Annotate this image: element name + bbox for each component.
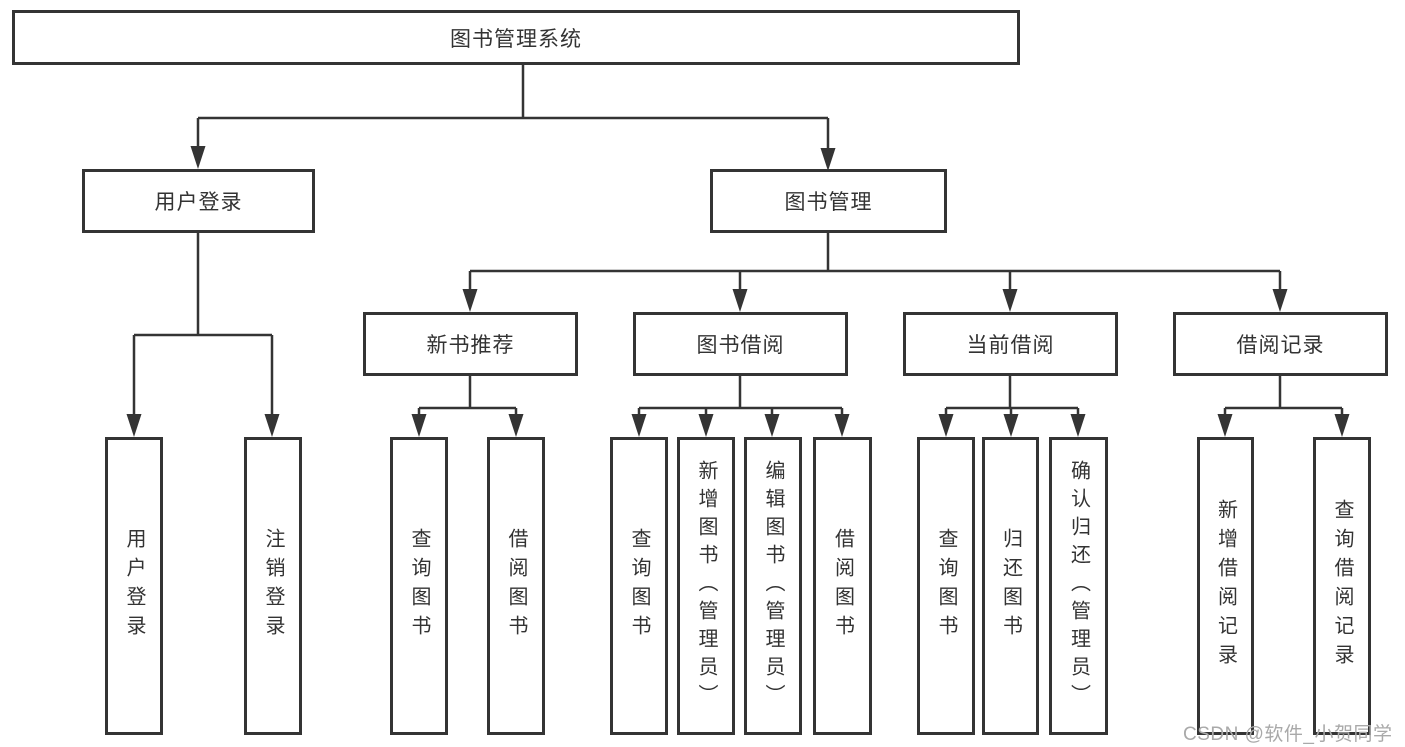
node-current-borrowing: 当前借阅 [903, 312, 1118, 376]
leaf-rec-borrow-book: 借阅图书 [487, 437, 545, 735]
node-book-management: 图书管理 [710, 169, 947, 233]
edge-new-book-rec-split [417, 376, 518, 416]
leaf-br-query-record: 查询借阅记录 [1313, 437, 1371, 735]
node-new-book-recommend-label: 新书推荐 [426, 334, 515, 357]
leaf-br-query-record-label: 查询借阅记录 [1331, 499, 1353, 673]
leaf-cb-return-book: 归还图书 [982, 437, 1039, 735]
leaf-cb-confirm-return-admin: 确认归还（管理员） [1049, 437, 1108, 735]
node-new-book-recommend: 新书推荐 [363, 312, 578, 376]
csdn-watermark: CSDN @软件_小贺同学 [1183, 724, 1393, 745]
node-book-borrowing: 图书借阅 [633, 312, 848, 376]
leaf-br-add-record-label: 新增借阅记录 [1214, 499, 1237, 673]
leaf-logout-label: 注销登录 [262, 528, 284, 644]
leaf-rec-query-book: 查询图书 [390, 437, 448, 735]
leaf-cb-query-book-label: 查询图书 [935, 528, 957, 644]
leaf-bb-add-book-admin-label: 新增图书（管理员） [695, 460, 717, 712]
leaf-bb-borrow-book: 借阅图书 [813, 437, 872, 735]
leaf-bb-borrow-book-label: 借阅图书 [831, 528, 854, 644]
edge-book-mgmt-split [468, 233, 1282, 291]
node-book-borrowing-label: 图书借阅 [696, 334, 785, 357]
edge-user-login-split [132, 233, 274, 416]
node-current-borrowing-label: 当前借阅 [966, 334, 1055, 357]
leaf-rec-query-book-label: 查询图书 [408, 528, 430, 644]
leaf-user-login-label: 用户登录 [123, 528, 145, 644]
leaf-rec-borrow-book-label: 借阅图书 [505, 528, 527, 644]
arrowheads [126, 146, 1350, 437]
leaf-cb-confirm-return-admin-label: 确认归还（管理员） [1067, 460, 1090, 712]
node-user-login-label: 用户登录 [154, 191, 243, 214]
node-borrowing-records: 借阅记录 [1173, 312, 1388, 376]
node-root: 图书管理系统 [12, 10, 1020, 65]
leaf-user-login: 用户登录 [105, 437, 163, 735]
leaf-logout: 注销登录 [244, 437, 302, 735]
leaf-bb-query-book: 查询图书 [610, 437, 668, 735]
node-borrowing-records-label: 借阅记录 [1236, 334, 1325, 357]
node-root-label: 图书管理系统 [450, 27, 582, 51]
edge-borrow-records-split [1223, 376, 1344, 416]
node-book-management-label: 图书管理 [784, 191, 873, 214]
leaf-cb-query-book: 查询图书 [917, 437, 975, 735]
leaf-bb-add-book-admin: 新增图书（管理员） [677, 437, 735, 735]
leaf-bb-query-book-label: 查询图书 [628, 528, 650, 644]
leaf-bb-edit-book-admin-label: 编辑图书（管理员） [762, 460, 784, 712]
edge-current-borrow-split [944, 376, 1080, 416]
node-user-login: 用户登录 [82, 169, 315, 233]
edge-book-borrow-split [637, 376, 844, 416]
leaf-bb-edit-book-admin: 编辑图书（管理员） [744, 437, 802, 735]
leaf-br-add-record: 新增借阅记录 [1197, 437, 1254, 735]
leaf-cb-return-book-label: 归还图书 [999, 528, 1022, 644]
edge-root-split [196, 63, 830, 149]
